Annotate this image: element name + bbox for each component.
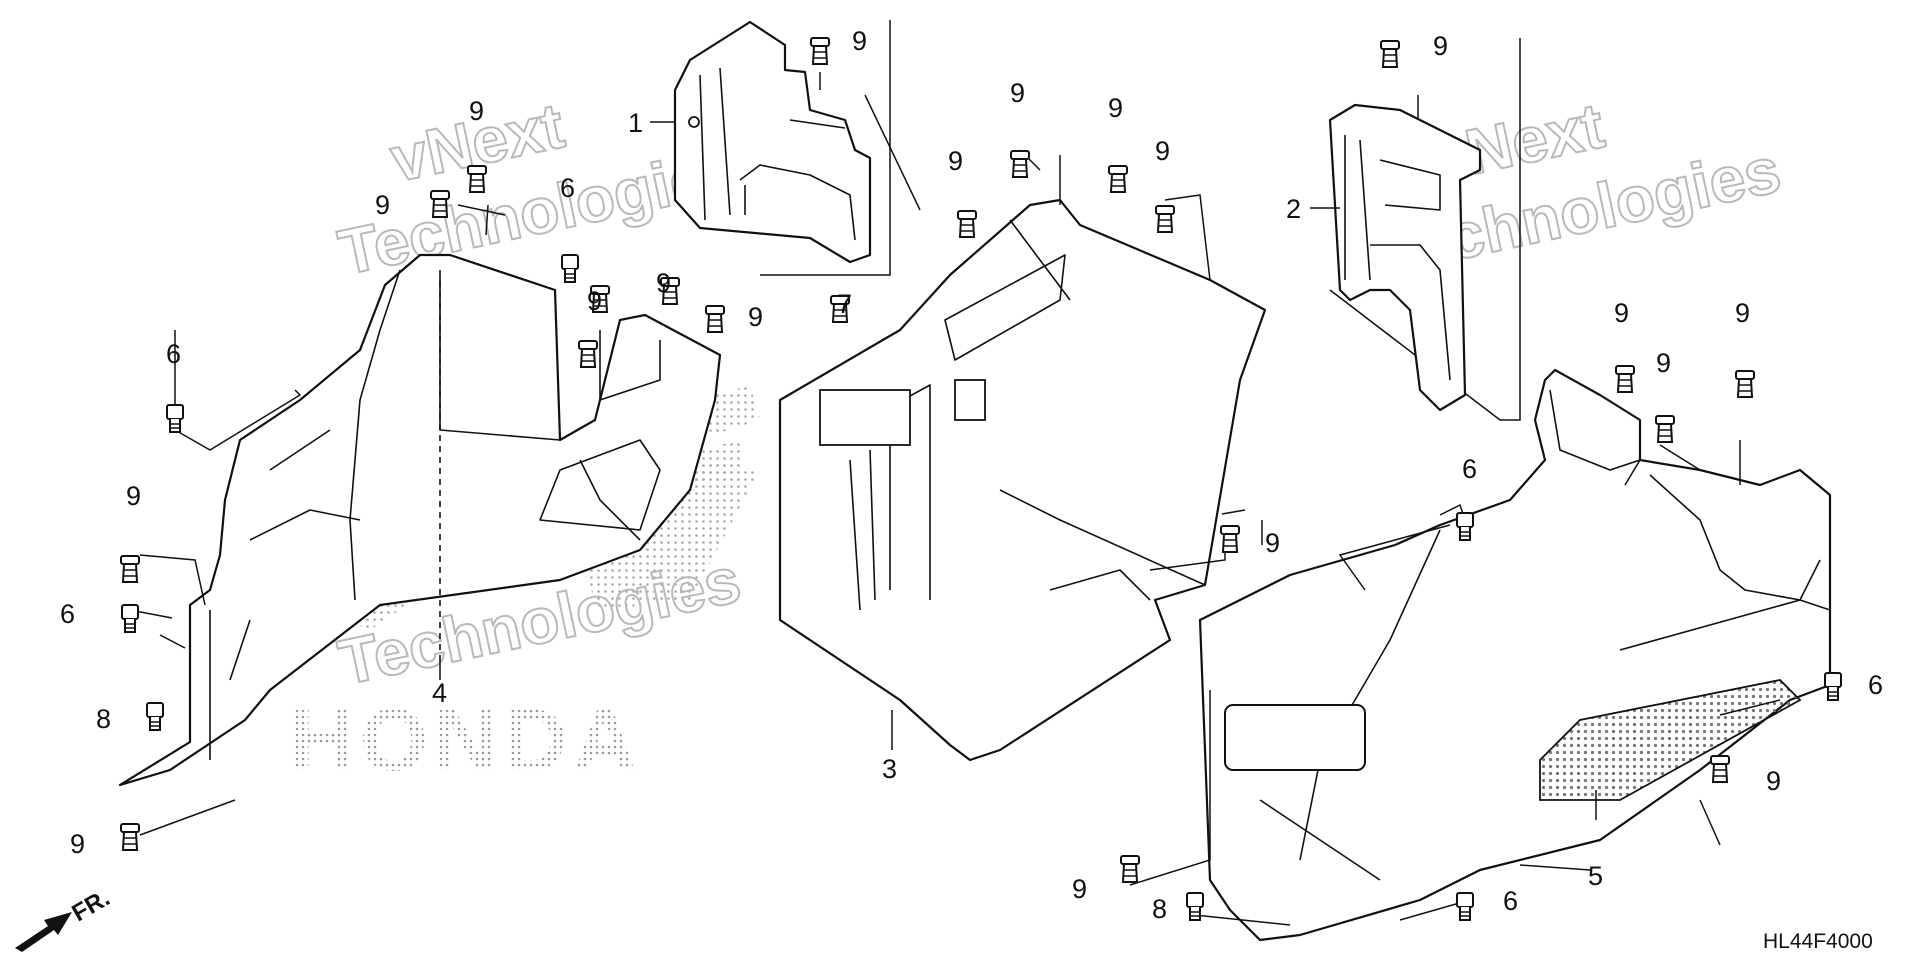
callout-label: 5 (1588, 861, 1603, 891)
callout-label: 9 (1072, 874, 1087, 904)
callout-label: 9 (126, 481, 141, 511)
callout-label: 3 (882, 754, 897, 784)
callout-label: 9 (375, 190, 390, 220)
callout-label: 9 (70, 829, 85, 859)
front-direction-label: FR. (68, 884, 115, 927)
diagram-code: HL44F4000 (1763, 930, 1873, 953)
fastener-screw-icon[interactable] (430, 190, 450, 218)
callout-label: 6 (1462, 454, 1477, 484)
callout-label: 6 (560, 173, 575, 203)
honda-brand-text: HONDA (290, 690, 643, 789)
callout-label: 6 (166, 339, 181, 369)
callout-label: 8 (1152, 894, 1167, 924)
callout-label: 9 (852, 26, 867, 56)
fastener-bolt-icon[interactable] (1456, 512, 1474, 541)
callout-label: 9 (469, 96, 484, 126)
part-1-panel[interactable] (673, 20, 891, 276)
callout-label: 9 (1155, 136, 1170, 166)
fastener-bolt-icon[interactable] (1824, 672, 1842, 701)
part-3-floor-panel[interactable] (778, 198, 1267, 762)
fastener-screw-icon[interactable] (957, 210, 977, 238)
callout-label: 7 (837, 289, 852, 319)
callout-label: 4 (432, 678, 447, 708)
callout-label: 6 (1868, 670, 1883, 700)
fastener-screw-icon[interactable] (1655, 415, 1675, 443)
callout-label: 6 (60, 599, 75, 629)
fastener-screw-icon[interactable] (120, 555, 140, 583)
callout-label: 9 (748, 302, 763, 332)
fastener-screw-icon[interactable] (467, 165, 487, 193)
fastener-screw-icon[interactable] (1010, 150, 1030, 178)
callout-label: 9 (1433, 31, 1448, 61)
fastener-bolt-icon[interactable] (1456, 892, 1474, 921)
callouts: 1 2 3 4 5 6 6 6 6 6 6 7 8 8 9 9 9 9 9 9 … (60, 26, 1883, 924)
callout-label: 1 (628, 108, 643, 138)
fastener-screw-icon[interactable] (1108, 165, 1128, 193)
callout-label: 9 (1735, 298, 1750, 328)
fastener-bolt-icon[interactable] (561, 254, 579, 283)
fastener-screw-icon[interactable] (1220, 525, 1240, 553)
callout-label: 2 (1286, 194, 1301, 224)
fastener-screw-icon[interactable] (1120, 855, 1140, 883)
front-direction-arrow-icon: FR. (15, 884, 114, 952)
callout-label: 8 (96, 704, 111, 734)
fastener-screw-icon[interactable] (120, 823, 140, 851)
fastener-bolt-icon[interactable] (1186, 892, 1204, 921)
callout-label: 9 (587, 286, 602, 316)
fastener-screw-icon[interactable] (1710, 755, 1730, 783)
callout-label: 9 (948, 146, 963, 176)
leader-lines (129, 72, 1781, 926)
fastener-screw-icon[interactable] (578, 340, 598, 368)
fastener-screw-icon[interactable] (705, 305, 725, 333)
callout-label: 9 (1766, 766, 1781, 796)
callout-label: 9 (1265, 528, 1280, 558)
fastener-screw-icon[interactable] (1615, 365, 1635, 393)
callout-label: 9 (1656, 348, 1671, 378)
fastener-bolt-icon[interactable] (121, 604, 139, 633)
fastener-screw-icon[interactable] (1155, 205, 1175, 233)
fastener-bolt-icon[interactable] (146, 702, 164, 731)
callout-label: 9 (1010, 78, 1025, 108)
callout-label: 9 (656, 268, 671, 298)
fastener-screw-icon[interactable] (1735, 370, 1755, 398)
callout-label: 6 (1503, 886, 1518, 916)
part-2-panel[interactable] (1328, 38, 1521, 421)
fastener-screw-icon[interactable] (1380, 40, 1400, 68)
part-5-right-cover[interactable] (1198, 368, 1832, 942)
callout-label: 9 (1108, 93, 1123, 123)
callout-label: 9 (1614, 298, 1629, 328)
fastener-screw-icon[interactable] (810, 37, 830, 65)
fastener-bolt-icon[interactable] (166, 404, 184, 433)
